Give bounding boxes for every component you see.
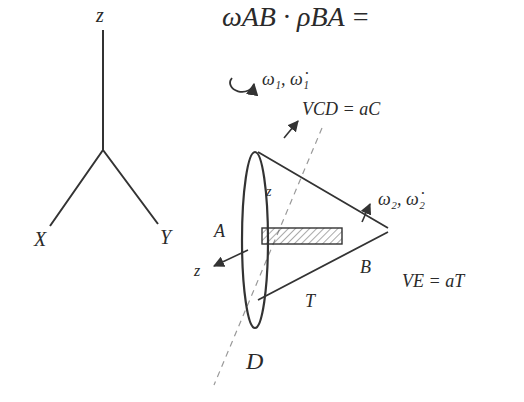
sketch-label: ω₂, ω̇₂: [378, 189, 425, 209]
guide-line: [214, 128, 322, 385]
sketch-label: z: [96, 4, 104, 26]
velocity-arrow: [284, 121, 298, 138]
sketch-label: B: [360, 257, 371, 277]
sketch-label-box: z: [96, 4, 104, 26]
sketch-label-box: T: [305, 292, 315, 312]
sketch-label-box: X: [34, 228, 46, 250]
sketch-label: A: [214, 221, 225, 241]
sketch-label-box: ω₂, ω̇₂: [378, 190, 425, 210]
sketch-label-box: ωAB · ρBA =: [222, 2, 370, 33]
cone-body: [258, 152, 388, 300]
sketch-label: z: [194, 262, 200, 279]
coordinate-axes: [50, 30, 158, 226]
sketch-label: ω₁, ω̇₁: [262, 69, 309, 89]
sketch-label: Y: [160, 226, 171, 248]
sketch-label: X: [34, 228, 46, 250]
sketch-label-box: D: [246, 348, 263, 374]
sketch-label: VCD = aC: [302, 99, 380, 119]
sketch-label-box: z: [266, 182, 271, 200]
sketch-label-box: VCD = aC: [302, 100, 380, 120]
sketch-label: VE = aT: [402, 271, 464, 291]
sketch-label-box: ω₁, ω̇₁: [262, 70, 309, 90]
spin-arrow: [362, 204, 370, 222]
sketch-label-box: A: [214, 222, 225, 242]
sketch-label-box: z: [194, 262, 200, 280]
sketch-label-box: B: [360, 258, 371, 278]
disc: [242, 152, 268, 328]
sketch-label: D: [246, 348, 263, 374]
rotation-arrow: [230, 78, 254, 92]
sketch-label: z: [266, 184, 271, 199]
sketch-label-box: VE = aT: [402, 272, 464, 292]
sketch-label-box: Y: [160, 226, 171, 248]
sketch-label: T: [305, 291, 315, 311]
axis-arrow: [214, 250, 248, 266]
hatched-shaft: [262, 228, 342, 244]
sketch-label: ωAB · ρBA =: [222, 1, 370, 32]
